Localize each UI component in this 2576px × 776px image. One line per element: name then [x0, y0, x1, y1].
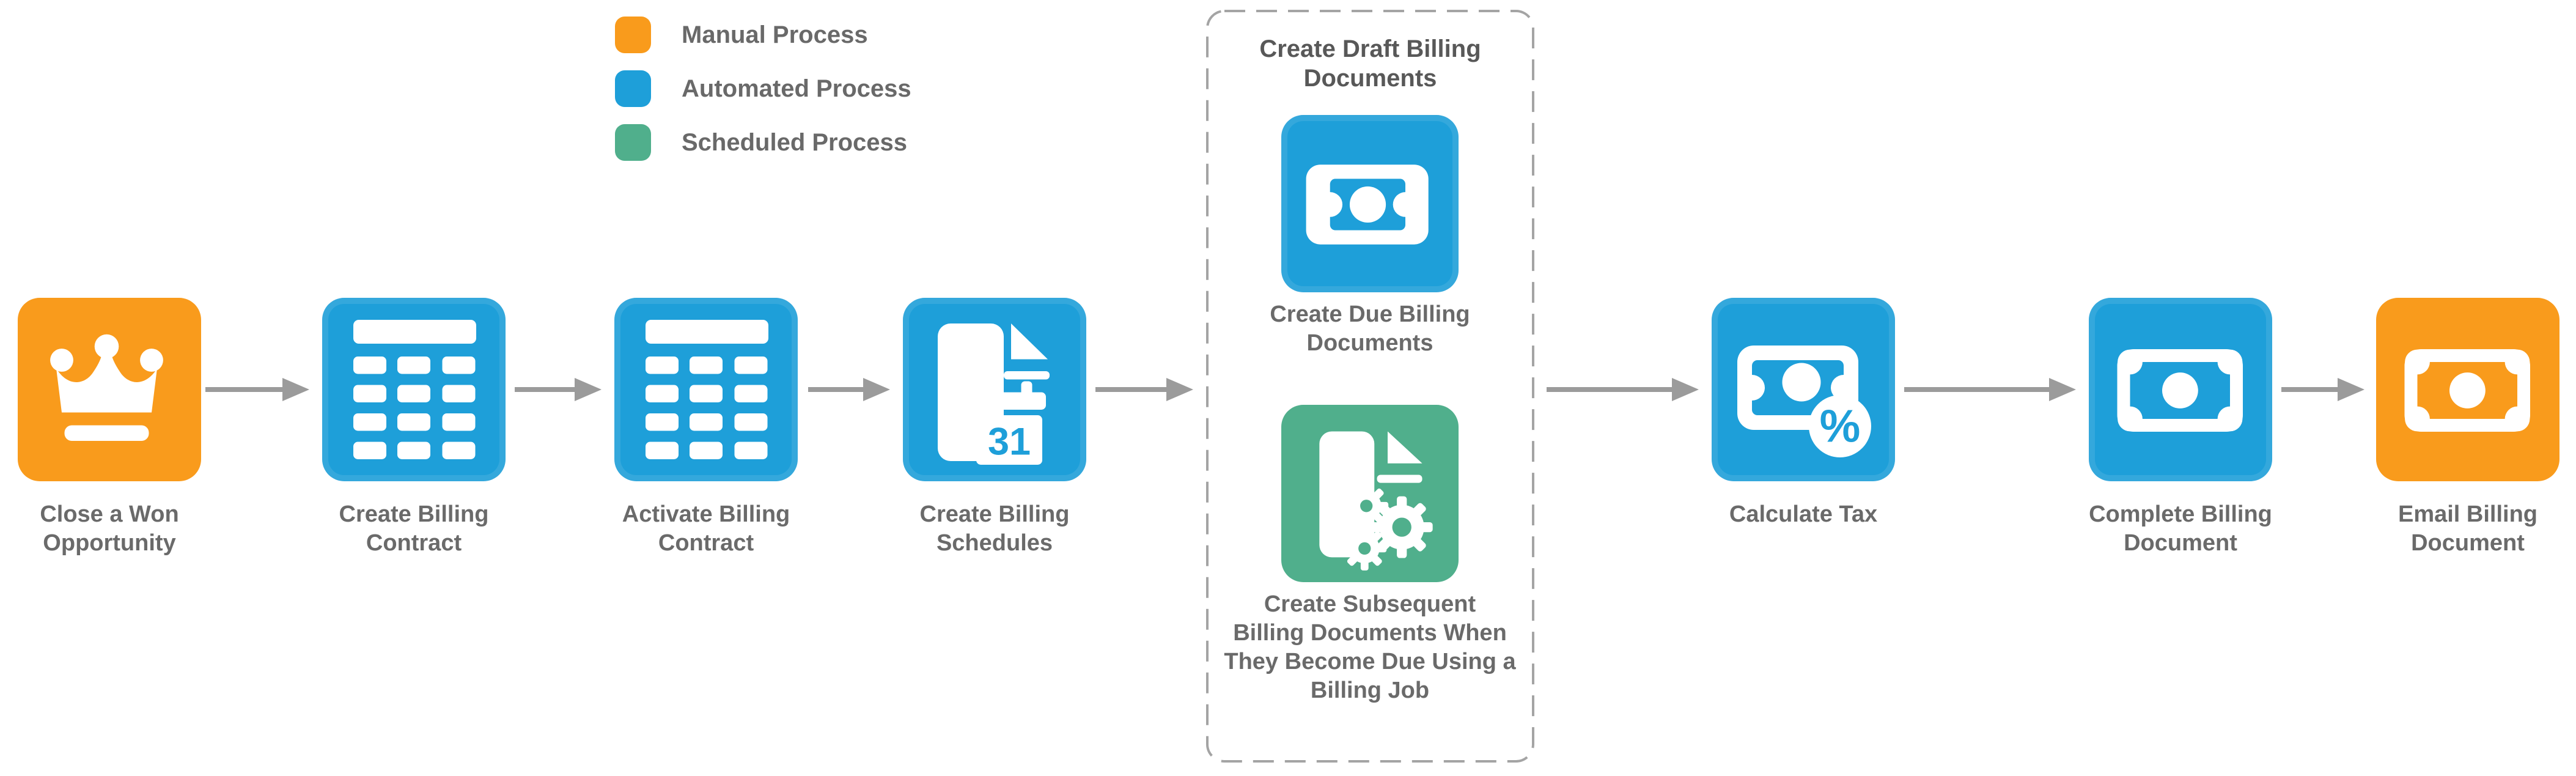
scheduled-process-tile [1268, 391, 1471, 583]
legend-item-scheduled: Scheduled Process [615, 124, 911, 161]
manual-process-tile [2376, 298, 2559, 481]
node-close-won-opportunity: Close a Won Opportunity [0, 298, 219, 558]
flow-arrow [515, 378, 602, 401]
node-label: Close a Won Opportunity [40, 501, 179, 556]
node-activate-billing-contract: Activate Billing Contract [596, 298, 816, 558]
legend-label: Automated Process [682, 75, 911, 102]
automated-process-tile: 31 [890, 284, 1099, 482]
flow-arrow [808, 378, 890, 401]
percent-text: % [1820, 401, 1861, 452]
legend-label: Scheduled Process [682, 128, 908, 156]
node-label: Create Due Billing Documents [1270, 301, 1470, 356]
node-complete-billing-document: Complete Billing Document [2070, 298, 2291, 558]
document-gears-icon [1319, 431, 1433, 571]
automated-process-swatch [615, 70, 651, 107]
banknote-icon [1306, 164, 1429, 245]
calendar-day-text: 31 [988, 421, 1031, 464]
node-label: Create Subsequent Billing Documents When… [1224, 591, 1516, 703]
banknote-icon [2404, 349, 2530, 432]
node-label: Complete Billing Document [2089, 501, 2272, 556]
legend: Manual Process Automated Process Schedul… [615, 17, 911, 178]
node-create-billing-schedules: 31 Create Billing Schedules [885, 284, 1105, 558]
flow-arrow [205, 378, 309, 401]
calculator-icon [646, 320, 768, 459]
manual-process-swatch [615, 17, 651, 53]
document-calendar-icon: 31 [938, 323, 1050, 465]
node-label: Create Billing Schedules [919, 501, 1070, 556]
banknote-icon [2117, 349, 2243, 432]
legend-item-manual: Manual Process [615, 17, 911, 53]
manual-process-tile [18, 298, 201, 481]
group-create-draft-billing-documents: Create Draft Billing Documents Create Du… [1206, 10, 1534, 763]
dashed-border [1206, 10, 1534, 763]
node-email-billing-document: Email Billing Document [2358, 298, 2576, 558]
automated-process-tile [1281, 115, 1459, 292]
crown-icon [50, 334, 163, 441]
automated-process-tile [614, 298, 798, 481]
flow-arrow [2281, 378, 2364, 401]
group-title: Create Draft Billing Documents [1259, 35, 1481, 92]
node-create-due-billing-documents: Create Due Billing Documents [1217, 115, 1523, 358]
node-create-subsequent-billing-documents: Create Subsequent Billing Documents When… [1217, 391, 1523, 705]
legend-label: Manual Process [682, 21, 868, 48]
flow-arrow [1547, 378, 1699, 401]
node-calculate-tax: % Calculate Tax [1693, 284, 1913, 529]
node-create-billing-contract: Create Billing Contract [304, 298, 524, 558]
node-label: Calculate Tax [1729, 501, 1878, 527]
legend-item-automated: Automated Process [615, 70, 911, 107]
flow-arrow [1904, 378, 2076, 401]
node-label: Email Billing Document [2398, 501, 2538, 556]
scheduled-process-swatch [615, 124, 651, 161]
node-label: Create Billing Contract [339, 501, 489, 556]
flow-arrow [1095, 378, 1193, 401]
automated-process-tile: % [1699, 284, 1908, 482]
calculator-icon [353, 320, 476, 459]
automated-process-tile [322, 298, 506, 481]
automated-process-tile [2089, 298, 2272, 481]
node-label: Activate Billing Contract [622, 501, 790, 556]
banknote-percent-icon: % [1737, 346, 1871, 457]
